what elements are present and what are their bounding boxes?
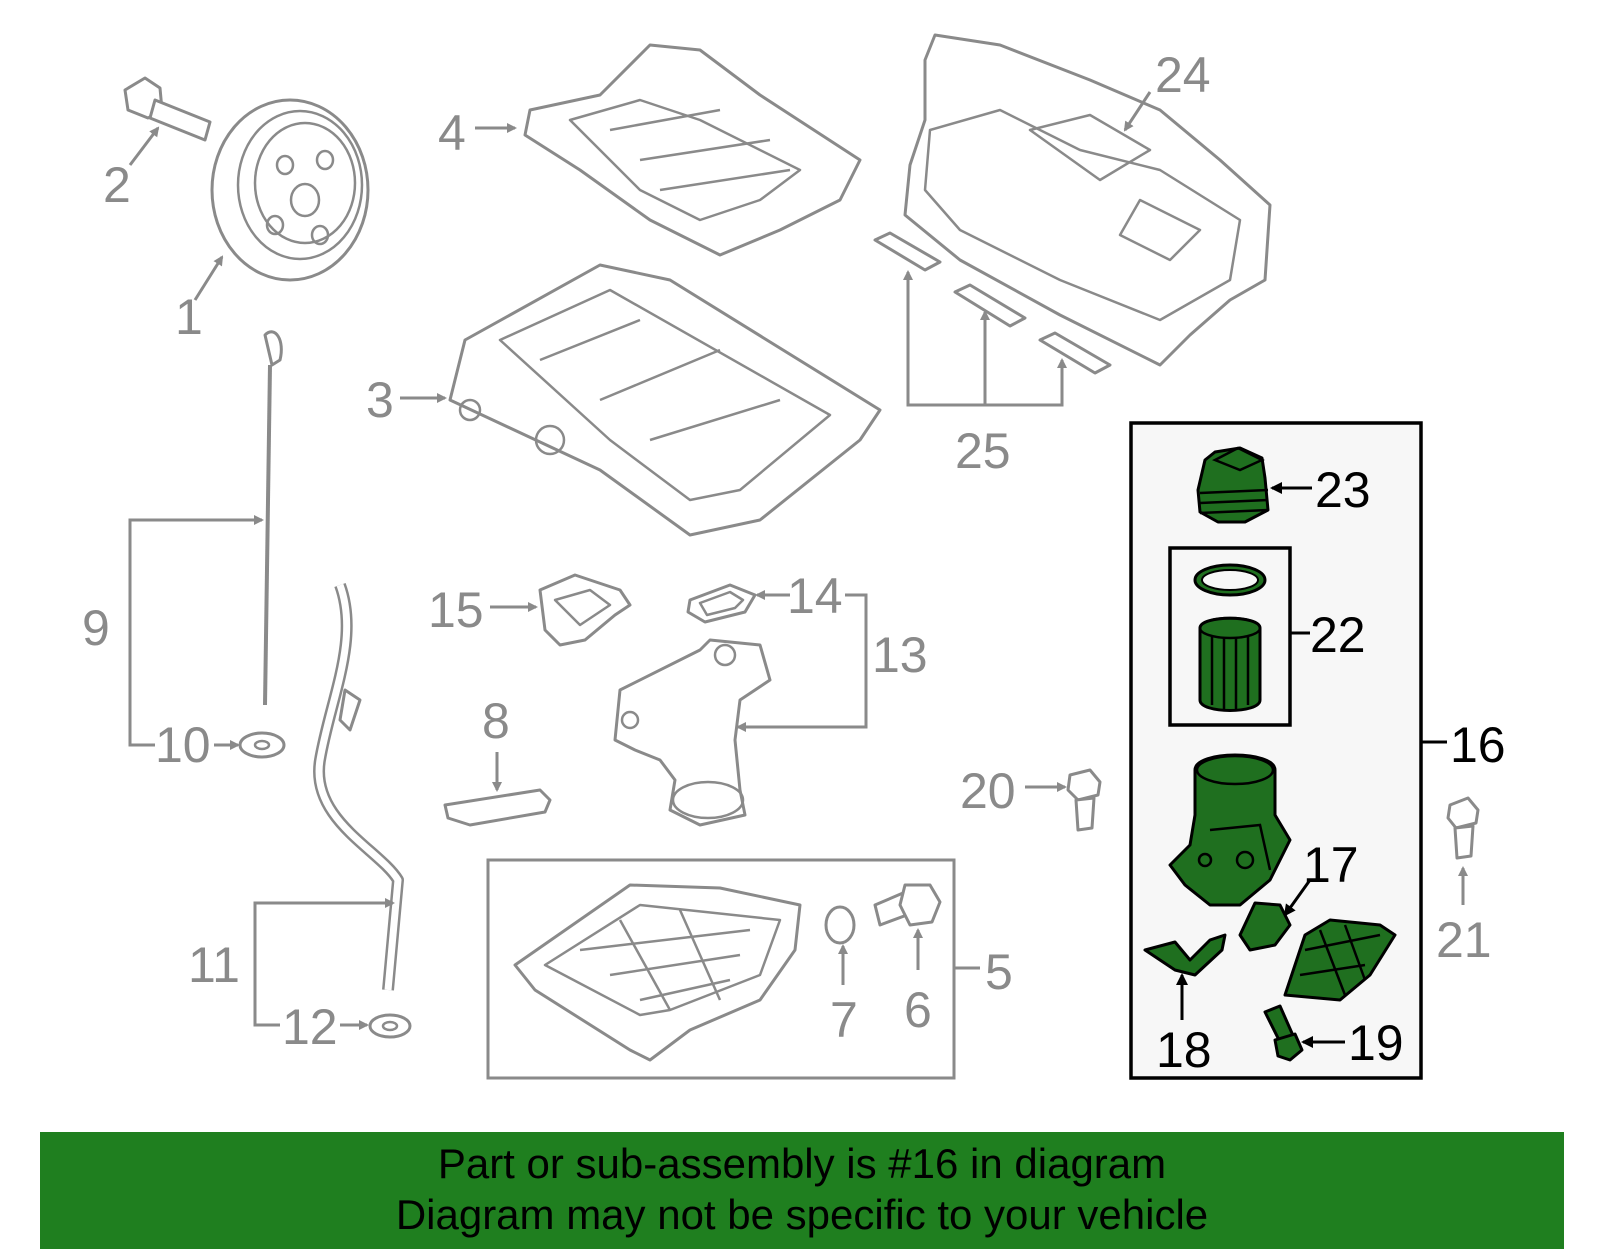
callout-22: 22 <box>1310 607 1366 663</box>
part-15-cover[interactable] <box>538 573 632 647</box>
callout-17: 17 <box>1303 837 1359 893</box>
leader-13 <box>738 593 868 729</box>
part-8-tube[interactable] <box>443 788 552 827</box>
leader-1 <box>193 255 224 301</box>
callout-15: 15 <box>428 582 484 638</box>
part-13-oil-pump[interactable] <box>613 638 772 827</box>
part-9-dipstick[interactable] <box>263 330 283 706</box>
part-20-bolt[interactable] <box>1066 768 1102 832</box>
part-16-filter-housing[interactable] <box>1168 753 1292 907</box>
leader-17 <box>1283 879 1312 917</box>
part-5-lower-oil-pan[interactable] <box>513 883 802 1062</box>
part-18-bracket[interactable] <box>1143 933 1227 977</box>
callout-18: 18 <box>1156 1022 1212 1078</box>
callout-19: 19 <box>1348 1015 1404 1071</box>
box-16-oil-filter-assembly <box>1129 421 1423 1080</box>
leader-25 <box>906 272 1064 407</box>
callout-7: 7 <box>830 992 858 1048</box>
banner-line-2: Diagram may not be specific to your vehi… <box>395 1191 1209 1238</box>
callout-10: 10 <box>155 717 211 773</box>
callout-4: 4 <box>438 105 466 161</box>
callout-5: 5 <box>985 944 1013 1000</box>
leader-24 <box>1123 91 1152 132</box>
callout-1: 1 <box>175 289 203 345</box>
part-6-drain-plug[interactable] <box>873 883 942 927</box>
callout-3: 3 <box>366 372 394 428</box>
part-22-filter-element[interactable] <box>1198 616 1262 712</box>
leader-2 <box>128 126 160 166</box>
callout-13: 13 <box>872 627 928 683</box>
callout-9: 9 <box>82 600 110 656</box>
callout-16: 16 <box>1450 717 1506 773</box>
notice-banner: Part or sub-assembly is #16 in diagram D… <box>40 1132 1564 1249</box>
part-3-oil-pan[interactable] <box>448 263 882 537</box>
callout-23: 23 <box>1315 462 1371 518</box>
leader-11 <box>253 901 393 1027</box>
part-7-o-ring[interactable] <box>824 905 856 945</box>
part-11-dipstick-tube[interactable] <box>313 582 404 991</box>
leader-9 <box>128 518 262 747</box>
callout-11: 11 <box>188 937 240 993</box>
callout-21: 21 <box>1436 912 1492 968</box>
callout-6: 6 <box>904 982 932 1038</box>
part-22-o-ring[interactable] <box>1193 563 1267 597</box>
part-10-washer[interactable] <box>238 731 286 759</box>
part-4-oil-pan-upper[interactable] <box>523 43 862 257</box>
part-25-gasket-strips[interactable] <box>873 231 1112 375</box>
banner-line-1: Part or sub-assembly is #16 in diagram <box>437 1140 1167 1187</box>
part-16-cover-plate[interactable] <box>1283 918 1397 1002</box>
part-1-crank-pulley[interactable] <box>210 98 370 282</box>
part-21-bolt[interactable] <box>1446 796 1480 860</box>
part-2-pulley-bolt[interactable] <box>123 76 212 142</box>
part-24-baffle[interactable] <box>903 33 1272 367</box>
callout-12: 12 <box>282 999 338 1055</box>
callout-25: 25 <box>955 423 1011 479</box>
part-12-washer[interactable] <box>368 1013 412 1039</box>
callout-20: 20 <box>960 763 1016 819</box>
part-14-gasket[interactable] <box>686 583 757 624</box>
part-17-gasket[interactable] <box>1238 901 1292 952</box>
part-19-bolt[interactable] <box>1263 1004 1304 1062</box>
part-23-filter-cap[interactable] <box>1196 446 1270 524</box>
box-22-filter-element-kit <box>1168 546 1292 727</box>
callout-24: 24 <box>1155 47 1211 103</box>
callout-8: 8 <box>482 693 510 749</box>
callout-14: 14 <box>787 568 843 624</box>
callout-2: 2 <box>103 157 131 213</box>
